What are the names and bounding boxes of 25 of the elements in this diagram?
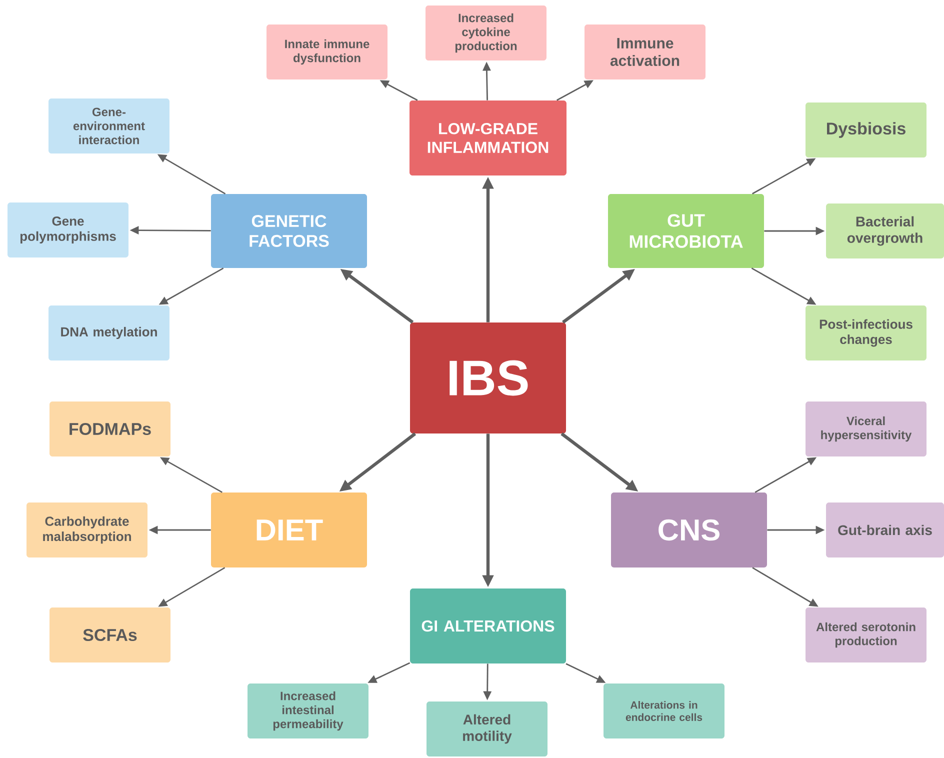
- factor-box: Carbohydrate malabsorption: [26, 502, 148, 558]
- factor-box: FODMAPs: [50, 402, 170, 456]
- category-box: GUT MICROBIOTA: [608, 194, 764, 268]
- factor-box: Altered serotonin production: [806, 608, 927, 662]
- category-box: GI ALTERATIONS: [410, 588, 566, 664]
- factor-box: Dysbiosis: [806, 102, 927, 158]
- factor-box: Post-infectious changes: [806, 306, 927, 360]
- category-box: LOW-GRADE INFLAMMATION: [410, 100, 566, 176]
- factor-box: SCFAs: [50, 608, 170, 662]
- factor-box: Immune activation: [584, 24, 706, 80]
- center-box: IBS: [410, 322, 566, 434]
- factor-box: Increased intestinal permeability: [248, 684, 368, 738]
- category-box: DIET: [211, 492, 367, 568]
- factor-box: Gene-environment interaction: [48, 98, 170, 154]
- factor-box: Altered motility: [426, 702, 548, 756]
- factor-box: Viceral hypersensitivity: [806, 402, 927, 456]
- category-box: GENETIC FACTORS: [211, 194, 367, 268]
- factor-box: Alterations in endocrine cells: [604, 684, 724, 738]
- factor-box: Bacterial overgrowth: [826, 204, 944, 258]
- factor-box: DNA metylation: [48, 306, 170, 360]
- category-box: CNS: [611, 492, 767, 568]
- factor-box: Increased cytokine production: [426, 6, 546, 60]
- factor-box: Gut-brain axis: [826, 502, 944, 558]
- factor-box: Gene polymorphisms: [8, 202, 128, 258]
- factor-box: Innate immune dysfunction: [266, 24, 388, 80]
